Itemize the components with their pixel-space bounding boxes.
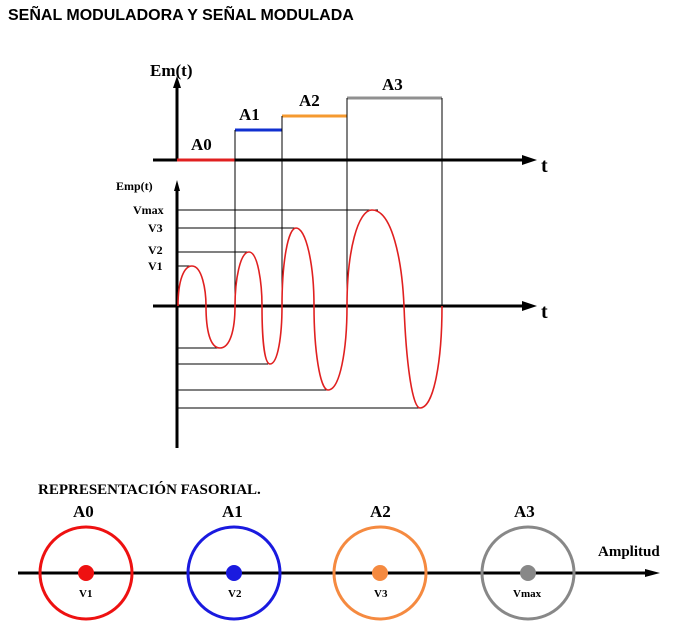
top-x-axis-label: t bbox=[541, 155, 548, 177]
level-label-a2: A2 bbox=[299, 91, 320, 110]
amplitude-label-v3: V3 bbox=[148, 221, 163, 235]
modulating-signal-chart: Em(t) t A0 A1 A2 A3 bbox=[150, 61, 548, 306]
phasor-dot bbox=[226, 565, 242, 581]
phasor-label: A1 bbox=[222, 502, 243, 521]
top-y-axis-arrow bbox=[173, 76, 181, 88]
phasor-a0: A0 V1 bbox=[38, 502, 134, 621]
page-title: SEÑAL MODULADORA Y SEÑAL MODULADA bbox=[8, 7, 354, 24]
bottom-x-axis-label: t bbox=[541, 301, 548, 323]
phasor-label: A3 bbox=[514, 502, 535, 521]
level-label-a0: A0 bbox=[191, 135, 212, 154]
phasor-dot bbox=[520, 565, 536, 581]
phasor-value-label: V1 bbox=[79, 588, 92, 600]
top-y-axis-label: Em(t) bbox=[150, 61, 192, 80]
phasor-value-label: V3 bbox=[374, 588, 388, 600]
phasor-heading: REPRESENTACIÓN FASORIAL. bbox=[38, 481, 261, 498]
phasor-circle bbox=[38, 525, 134, 621]
phasor-a1: A1 V2 bbox=[186, 502, 282, 621]
phasor-axis-arrow bbox=[645, 569, 660, 577]
phasor-a3: A3 Vmax bbox=[480, 502, 576, 621]
phasor-value-label: Vmax bbox=[513, 588, 542, 600]
phasor-circle bbox=[332, 525, 428, 621]
bottom-y-axis-arrow bbox=[174, 180, 180, 191]
modulated-signal-chart: Emp(t) t Vmax V3 V2 V1 bbox=[116, 179, 548, 448]
phasor-label: A0 bbox=[73, 502, 94, 521]
amplitude-label-v2: V2 bbox=[148, 243, 163, 257]
level-label-a1: A1 bbox=[239, 105, 260, 124]
phasor-label: A2 bbox=[370, 502, 391, 521]
trough-reference-lines bbox=[177, 347, 420, 409]
phasor-a2: A2 V3 bbox=[332, 502, 428, 621]
bottom-x-axis-arrow bbox=[522, 301, 537, 311]
phasor-axis: Amplitud bbox=[18, 544, 660, 577]
phasor-dot bbox=[78, 565, 94, 581]
phasor-circle bbox=[186, 525, 282, 621]
modulated-wave bbox=[177, 209, 443, 409]
step-connectors bbox=[234, 98, 443, 306]
phasor-circle bbox=[480, 525, 576, 621]
phasor-axis-label: Amplitud bbox=[598, 544, 660, 560]
phasor-dot bbox=[372, 565, 388, 581]
phasor-value-label: V2 bbox=[228, 588, 242, 600]
level-label-a3: A3 bbox=[382, 75, 403, 94]
top-x-axis-arrow bbox=[522, 155, 537, 165]
amplitude-label-v1: V1 bbox=[148, 259, 163, 273]
amplitude-label-vmax: Vmax bbox=[133, 203, 164, 217]
bottom-y-axis-label: Emp(t) bbox=[116, 179, 153, 193]
peak-reference-lines bbox=[177, 209, 378, 267]
